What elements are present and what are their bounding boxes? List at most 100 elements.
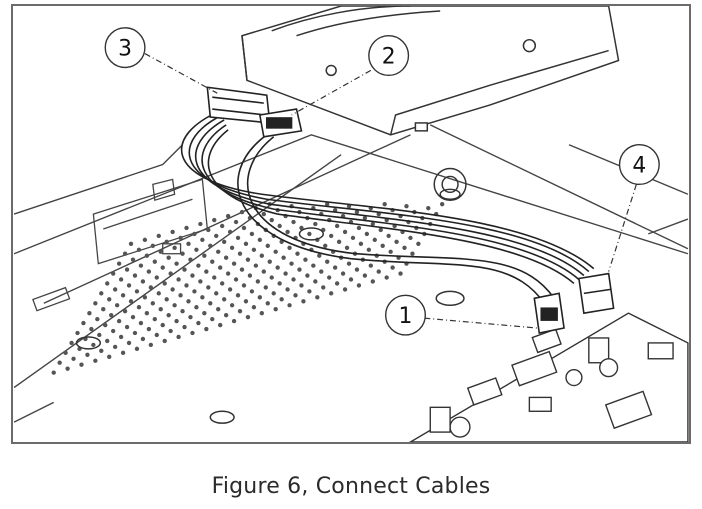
vent-hole (122, 309, 128, 314)
vent-hole (277, 281, 282, 286)
vent-hole (382, 202, 387, 207)
vent-hole (216, 249, 221, 254)
vent-hole (325, 202, 330, 207)
vent-hole (249, 231, 255, 237)
vent-hole (204, 326, 209, 332)
vent-hole (93, 301, 98, 306)
vent-hole (120, 350, 126, 355)
vent-hole (154, 275, 159, 280)
vent-hole (63, 350, 68, 355)
vent-hole (105, 338, 110, 344)
vent-hole (206, 227, 211, 233)
vent-hole (105, 281, 110, 286)
vent-hole (289, 261, 294, 266)
callout-2-label: 2 (382, 44, 396, 69)
vent-hole (362, 215, 368, 221)
vent-hole (116, 261, 122, 266)
vent-hole (103, 322, 108, 328)
vent-hole (204, 269, 209, 274)
vent-hole (239, 209, 245, 215)
vent-hole (130, 314, 136, 320)
sata-data-cable (237, 134, 555, 304)
vent-hole (311, 263, 316, 268)
vent-hole (136, 305, 142, 310)
vent-hole (416, 241, 421, 246)
sata-connector-drive (258, 108, 303, 138)
vent-hole (87, 311, 92, 316)
vent-hole (231, 318, 237, 324)
vent-hole (65, 366, 70, 371)
vent-hole (364, 231, 370, 237)
vent-hole (235, 235, 241, 241)
vent-hole (182, 267, 187, 272)
vent-hole (273, 307, 278, 312)
vent-hole (194, 305, 199, 310)
vent-hole (291, 277, 296, 282)
vent-hole (301, 299, 306, 304)
vent-hole (138, 263, 144, 268)
vent-hole (99, 291, 104, 296)
vent-hole (380, 243, 385, 248)
vent-hole (287, 303, 292, 308)
vent-hole (184, 225, 189, 231)
vent-hole (321, 285, 326, 290)
vent-hole (216, 307, 221, 312)
vent-hole (358, 241, 364, 246)
vent-hole (97, 332, 102, 338)
vent-hole (370, 221, 375, 227)
vent-hole (166, 255, 171, 260)
vent-hole (362, 273, 368, 278)
vent-hole (225, 271, 231, 276)
vent-hole (176, 277, 181, 282)
vent-hole (148, 342, 154, 348)
vent-hole (259, 311, 264, 316)
vent-hole (370, 279, 375, 284)
vent-hole (146, 269, 152, 274)
vent-hole (118, 334, 124, 340)
vent-hole (208, 243, 213, 248)
vent-hole (126, 340, 132, 346)
vent-hole (229, 245, 235, 250)
vent-hole (249, 289, 255, 294)
vent-hole (188, 257, 193, 262)
vent-hole (223, 255, 229, 260)
vent-hole (126, 283, 132, 288)
vent-hole (279, 297, 284, 302)
vent-hole (261, 269, 266, 274)
vent-hole (336, 239, 342, 245)
vent-hole (390, 265, 395, 270)
vent-hole (267, 259, 272, 264)
vent-hole (166, 312, 171, 318)
vent-hole (212, 275, 217, 280)
vent-hole (245, 314, 251, 320)
vent-hole (305, 273, 310, 278)
vent-hole (188, 314, 193, 320)
vent-hole (285, 229, 290, 235)
vent-hole (202, 311, 207, 316)
vent-hole (410, 251, 415, 256)
vent-hole (156, 291, 161, 296)
vent-hole (148, 285, 154, 290)
sata-connector-board (533, 292, 565, 334)
vent-hole (303, 257, 308, 262)
vent-hole (75, 330, 80, 336)
vent-hole (144, 253, 150, 258)
vent-hole (210, 316, 215, 322)
vent-hole (130, 257, 136, 262)
vent-hole (71, 356, 76, 361)
vent-hole (190, 273, 195, 278)
vent-hole (178, 293, 183, 298)
vent-hole (402, 245, 407, 250)
vent-hole (319, 269, 324, 274)
callout-2-circle (368, 35, 410, 77)
vent-hole (69, 340, 74, 346)
vent-hole (376, 269, 381, 274)
vent-hole (146, 326, 152, 332)
vent-hole (184, 283, 189, 288)
vent-hole (142, 295, 148, 300)
vent-hole (229, 303, 235, 308)
vent-hole (295, 251, 300, 256)
vent-hole (269, 275, 274, 280)
vent-hole (334, 223, 340, 229)
vent-hole (164, 297, 169, 302)
